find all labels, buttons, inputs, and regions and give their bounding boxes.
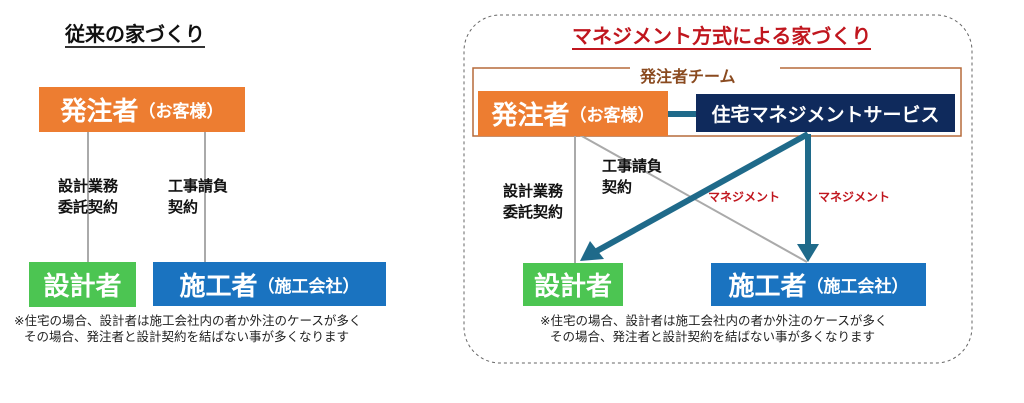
client-box: 発注者（お客様） (39, 87, 245, 132)
builder-label: 施工者 (728, 272, 807, 302)
management-arrow-designer (593, 131, 810, 255)
client-label: 発注者 (60, 97, 139, 127)
client-sub-label: （お客様） (138, 102, 224, 122)
client-label: 発注者 (491, 101, 570, 131)
arrowhead-builder (797, 244, 819, 262)
management-frame (463, 14, 973, 364)
builder-box: 施工者（施工会社） (153, 262, 386, 306)
builder-box-mgmt: 施工者（施工会社） (711, 263, 926, 306)
management-note: ※住宅の場合、設計者は施工会社内の者か外注のケースが多くその場合、発注者と設計契… (540, 313, 888, 344)
design-contract-label: 設計業務委託契約 (58, 177, 119, 216)
designer-box-mgmt: 設計者 (523, 263, 623, 306)
management-label-designer: マネジメント (708, 190, 781, 204)
arrowhead-designer (580, 241, 604, 261)
management-title: マネジメント方式による家づくり (572, 24, 872, 50)
client-box-mgmt: 発注者（お客様） (478, 91, 668, 136)
builder-sub-label: （施工会社） (257, 276, 360, 297)
traditional-title: 従来の家づくり (65, 22, 205, 48)
team-label: 発注者チーム (640, 67, 736, 86)
builder-label: 施工者 (179, 271, 258, 302)
builder-sub-label: （施工会社） (806, 277, 909, 297)
management-label-builder: マネジメント (818, 190, 891, 204)
housing-management-service-box: 住宅マネジメントサービス (696, 94, 955, 132)
traditional-note: ※住宅の場合、設計者は施工会社内の者か外注のケースが多くその場合、発注者と設計契… (14, 313, 362, 344)
construction-contract-label: 工事請負契約 (168, 177, 229, 216)
design-contract-label-mgmt: 設計業務委託契約 (503, 182, 564, 221)
client-sub-label: （お客様） (569, 106, 655, 126)
designer-box: 設計者 (29, 262, 136, 307)
construction-contract-label-mgmt: 工事請負契約 (602, 157, 663, 196)
